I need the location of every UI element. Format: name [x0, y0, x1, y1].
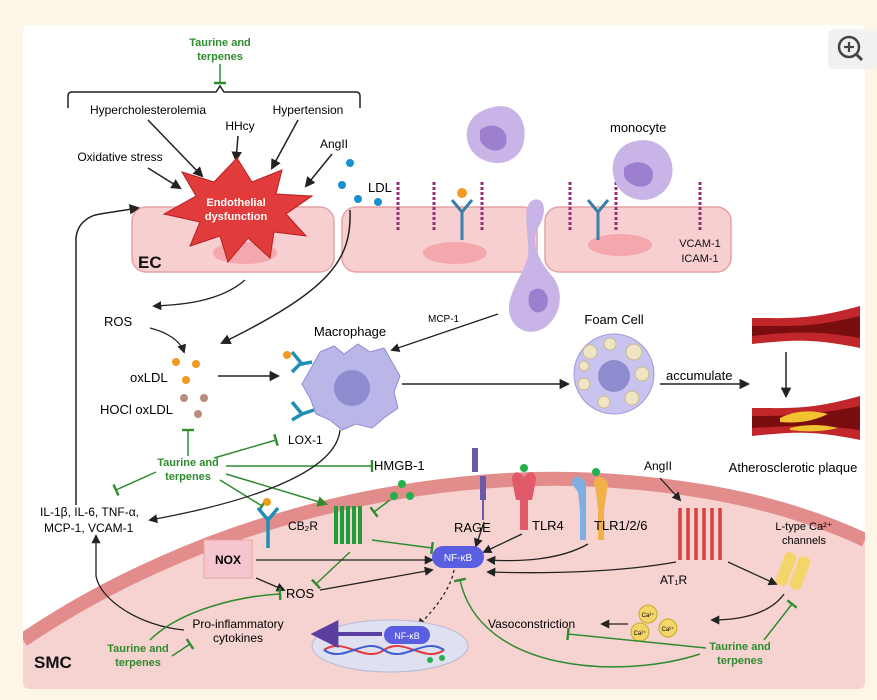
- foam-cell-label: Foam Cell: [584, 312, 643, 327]
- plaque-label: Atherosclerotic plaque: [729, 460, 858, 475]
- pro-inflammatory-line1: Pro-inflammatory: [192, 617, 283, 631]
- ca-ion-1: Ca²⁺: [642, 612, 655, 619]
- mcp1-label: MCP-1: [428, 314, 460, 325]
- ec-label: EC: [138, 253, 162, 272]
- endothelial-dysfunction-star: Endothelial dysfunction: [162, 157, 314, 264]
- hhcy-label: HHcy: [225, 119, 254, 133]
- ltype-channel: [775, 552, 811, 590]
- foam-cell: Foam Cell: [573, 312, 655, 415]
- cytokines-line1: IL-1β, IL-6, TNF-α,: [40, 505, 139, 519]
- hypertension-label: Hypertension: [273, 103, 344, 117]
- taurine-br-line1: Taurine and: [709, 641, 771, 653]
- taurine-mid-line2: terpenes: [165, 471, 211, 483]
- integrin-receptors: [450, 199, 610, 240]
- cb2r-receptor-blue: [256, 506, 280, 548]
- nox-enzyme: NOX: [203, 539, 253, 579]
- endothelial-cells: EC VCAM-1 ICAM-1: [131, 206, 732, 273]
- cytokines-line2: MCP-1, VCAM-1: [44, 521, 134, 535]
- zoom-button[interactable]: [828, 29, 877, 69]
- tlr126-receptor: [572, 468, 608, 540]
- nox-label: NOX: [215, 553, 241, 567]
- ltype-line2: channels: [782, 535, 827, 547]
- ros-top-label: ROS: [104, 314, 133, 329]
- healthy-artery: [752, 306, 860, 348]
- cb2r-label: CB₂R: [288, 519, 318, 533]
- taurine-bl-line2: terpenes: [115, 657, 161, 669]
- nfkb-nucleus-label: NF-κB: [394, 631, 420, 641]
- monocyte-label: monocyte: [610, 120, 666, 135]
- taurine-br-line2: terpenes: [717, 655, 763, 667]
- taurine-mid-inhibitions: [112, 428, 374, 512]
- macrophage-label: Macrophage: [314, 324, 386, 339]
- macrophage: Macrophage: [301, 324, 401, 431]
- calcium-ions: Ca²⁺ Ca²⁺ Ca²⁺: [630, 604, 678, 642]
- diagram-canvas: SMC EC VCAM-1 ICAM-1 Taurine and terpene…: [23, 37, 865, 689]
- taurine-top-line2: terpenes: [197, 51, 243, 63]
- oxidative-stress-label: Oxidative stress: [77, 150, 162, 164]
- accumulate-label: accumulate: [666, 368, 732, 383]
- ca-ion-3: Ca²⁺: [662, 626, 675, 633]
- vasoconstriction-label: Vasoconstriction: [488, 617, 575, 631]
- oxldl-particles: [172, 358, 208, 418]
- ltype-line1: L-type Ca²⁺: [775, 521, 832, 533]
- nfkb-label: NF-κB: [444, 553, 473, 564]
- hocl-oxldl-label: HOCl oxLDL: [100, 402, 173, 417]
- ldl-label: LDL: [368, 180, 392, 195]
- smc-label: SMC: [34, 653, 72, 672]
- endothelial-line2: dysfunction: [205, 211, 268, 223]
- angii-label: AngII: [320, 137, 348, 151]
- cb2r-receptor-green: [334, 506, 362, 544]
- adhesion-molecules: [396, 182, 702, 230]
- ldl-particles: LDL: [338, 159, 392, 206]
- hypercholesterolemia-label: Hypercholesterolemia: [90, 103, 206, 117]
- nucleus: NF-κB: [311, 619, 469, 673]
- tlr126-label: TLR1/2/6: [594, 518, 647, 533]
- angii-right-label: AngII: [644, 459, 672, 473]
- icam-label: ICAM-1: [681, 253, 718, 265]
- ca-ion-2: Ca²⁺: [634, 630, 647, 637]
- taurine-br-inhibitions: [453, 577, 798, 668]
- tlr4-receptor: [512, 464, 536, 530]
- risk-bracket: [67, 84, 361, 108]
- monocytes: monocyte: [466, 106, 673, 332]
- rage-label: RAGE: [454, 520, 491, 535]
- vcam-label: VCAM-1: [679, 238, 721, 250]
- pro-inflammatory-line2: cytokines: [213, 631, 263, 645]
- lox1-label: LOX-1: [288, 433, 323, 447]
- oxldl-label: oxLDL: [130, 370, 168, 385]
- tlr4-label: TLR4: [532, 518, 564, 533]
- rage-receptor: [472, 448, 486, 520]
- at1r-label: AT₁R: [660, 573, 687, 587]
- at1r-receptor: [678, 508, 722, 560]
- lox1-receptors: [290, 350, 315, 422]
- nfkb-complex: NF-κB: [432, 546, 484, 568]
- ros-bottom-label: ROS: [286, 586, 315, 601]
- zoom-in-icon: [837, 35, 864, 62]
- taurine-bl-line1: Taurine and: [107, 643, 169, 655]
- endothelial-line1: Endothelial: [206, 197, 265, 209]
- taurine-top-line1: Taurine and: [189, 37, 251, 49]
- hmgb1-label: HMGB-1: [374, 458, 425, 473]
- figure-panel: SMC EC VCAM-1 ICAM-1 Taurine and terpene…: [23, 25, 865, 689]
- plaque-artery: Atherosclerotic plaque: [729, 396, 860, 475]
- taurine-mid-line1: Taurine and: [157, 457, 219, 469]
- hmgb1-particles: [390, 480, 414, 500]
